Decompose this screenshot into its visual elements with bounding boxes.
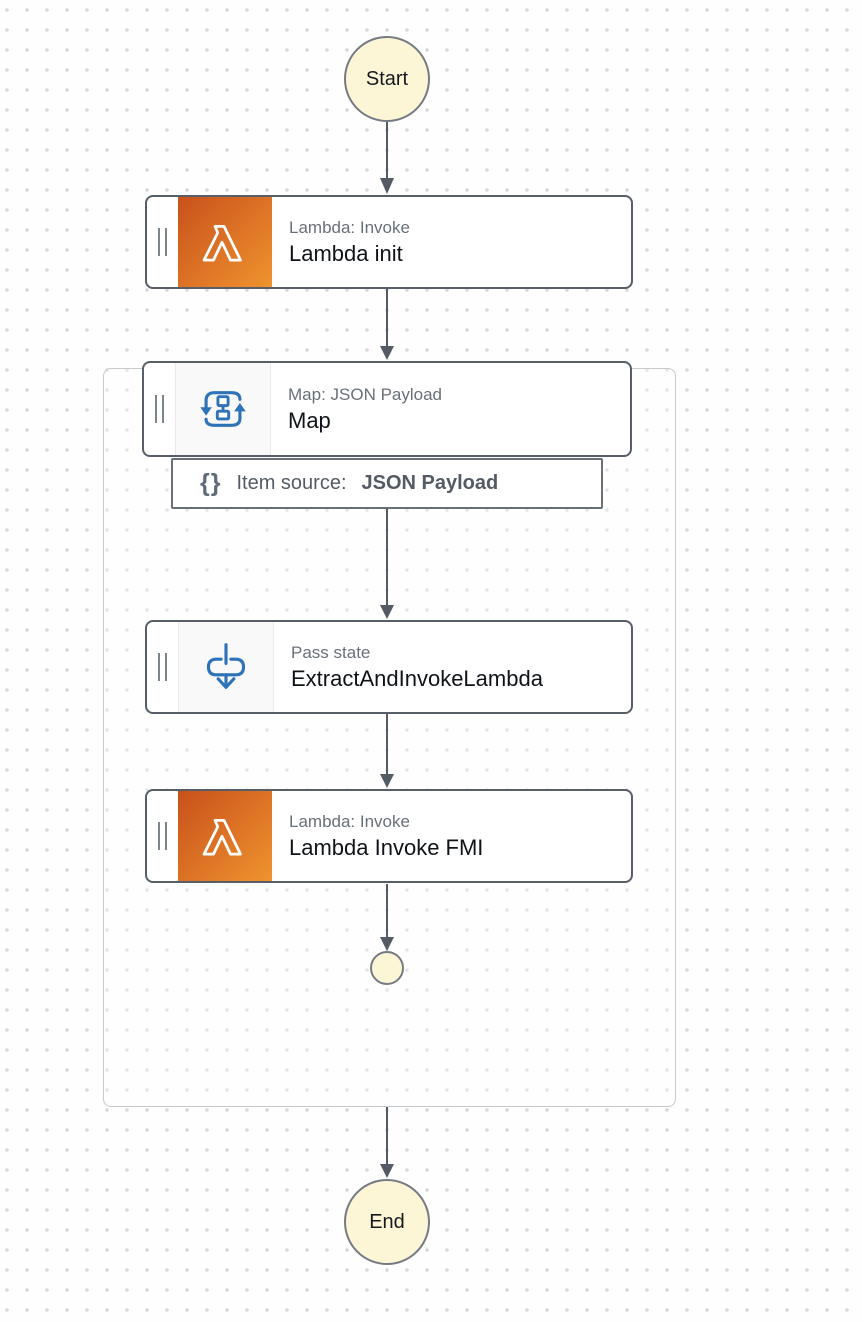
start-label: Start — [365, 67, 409, 90]
state-name: Lambda init — [289, 240, 403, 266]
state-type-label: Lambda: Invoke — [289, 812, 410, 832]
state-lambda-invoke-fmi[interactable]: Lambda: Invoke Lambda Invoke FMI — [145, 789, 633, 883]
state-type-label: Lambda: Invoke — [289, 218, 410, 238]
state-name: Lambda Invoke FMI — [289, 834, 484, 860]
item-source-badge[interactable]: {} Item source: JSON Payload — [171, 458, 603, 509]
state-map[interactable]: Map: JSON Payload Map — [142, 361, 632, 457]
drag-handle[interactable] — [147, 791, 178, 881]
start-node: Start — [344, 36, 430, 122]
lambda-icon — [178, 197, 272, 287]
end-node: End — [344, 1179, 430, 1265]
json-braces-icon: {} — [200, 469, 222, 497]
state-type-label: Map: JSON Payload — [288, 385, 443, 405]
state-lambda-init[interactable]: Lambda: Invoke Lambda init — [145, 195, 633, 289]
drag-handle[interactable] — [147, 197, 178, 287]
drag-handle[interactable] — [147, 622, 178, 712]
state-name: Map — [288, 407, 331, 433]
lambda-icon — [178, 791, 272, 881]
drag-handle[interactable] — [144, 363, 175, 455]
state-name: ExtractAndInvokeLambda — [291, 665, 543, 691]
connector-start-to-lambda-init — [380, 122, 394, 194]
item-source-value: JSON Payload — [361, 472, 499, 494]
state-pass[interactable]: Pass state ExtractAndInvokeLambda — [145, 620, 633, 714]
pass-state-icon — [178, 622, 274, 712]
item-source-label: Item source: — [236, 472, 347, 494]
connector-lambda-init-to-map — [380, 289, 394, 360]
connector-map-to-end — [380, 1107, 394, 1178]
state-type-label: Pass state — [291, 643, 371, 663]
map-iteration-end-node — [370, 951, 404, 985]
map-state-icon — [175, 363, 271, 455]
end-label: End — [369, 1210, 405, 1233]
